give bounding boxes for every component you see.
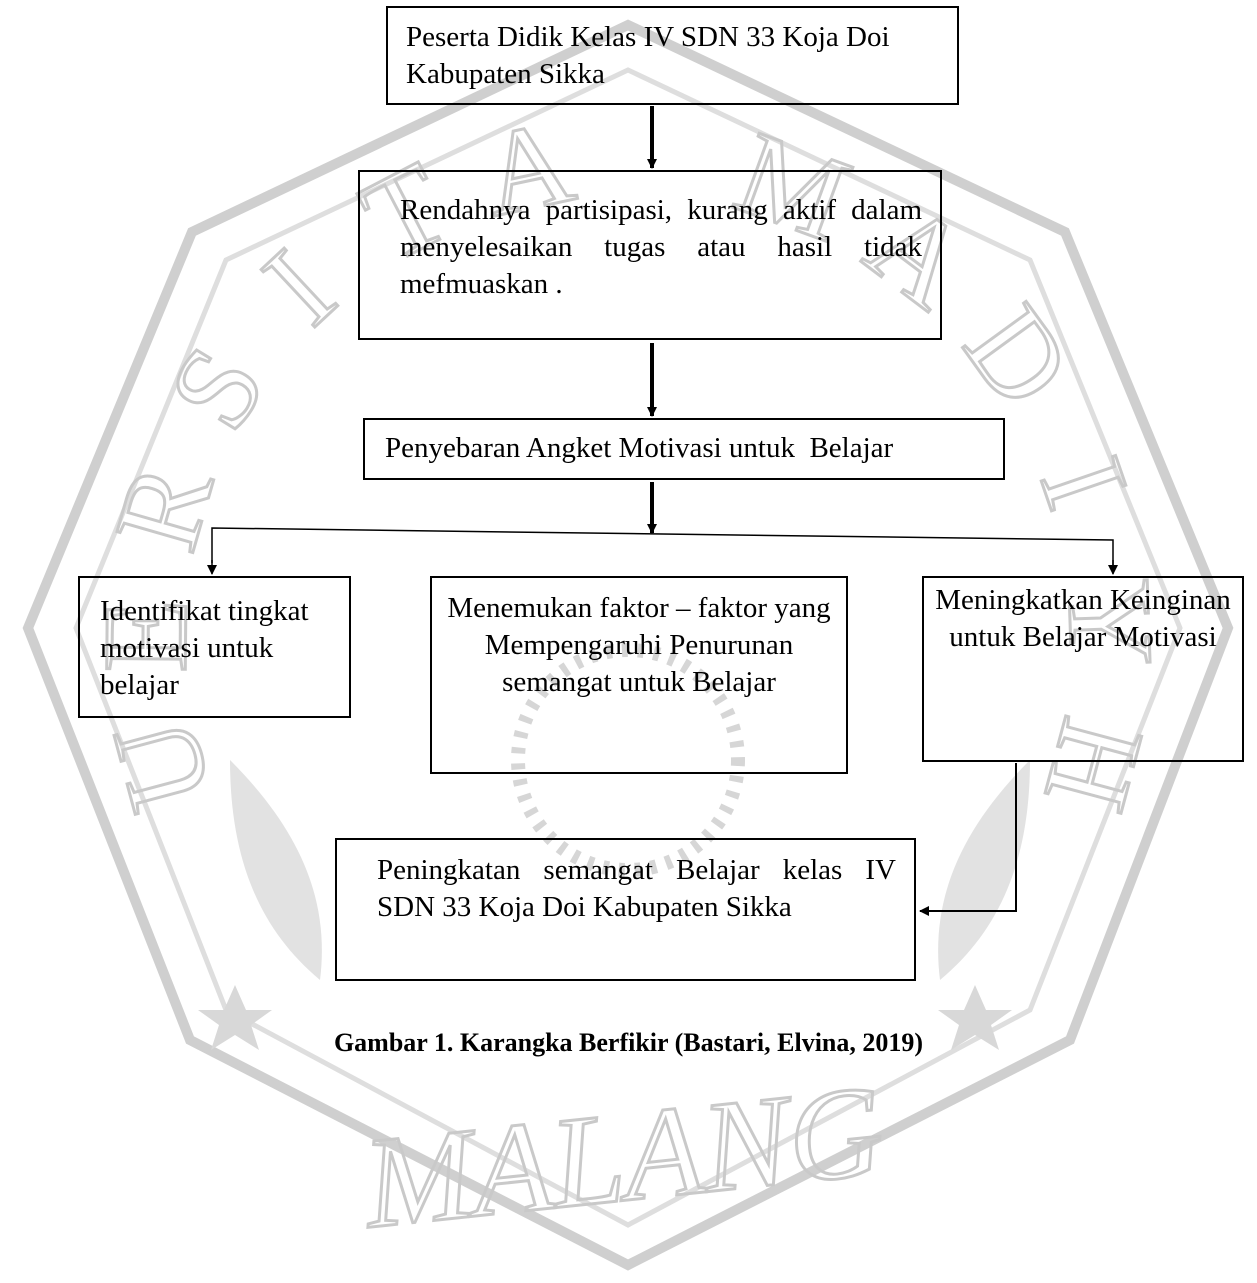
watermark-letter-right-4: Y [1043, 578, 1179, 669]
box-penyebaran-angket: Penyebaran Angket Motivasi untuk Belajar [363, 418, 1005, 480]
arrow-meningkatkan-to-peningkatan [919, 763, 1017, 916]
watermark-sun [511, 643, 745, 877]
box-peningkatan-semangat: Peningkatan semangat Belajar kelas IV SD… [335, 838, 916, 981]
box-peserta-didik-text: Peserta Didik Kelas IV SDN 33 Koja Doi K… [406, 21, 890, 90]
box-meningkatkan-keinginan-text: Meningkatkan Keinginan untuk Belajar Mot… [935, 584, 1231, 653]
box-meningkatkan-keinginan: Meningkatkan Keinginan untuk Belajar Mot… [922, 576, 1244, 762]
branch-line [211, 527, 1114, 565]
watermark-leaf-left [230, 760, 322, 980]
box-menemukan-faktor-text: Menemukan faktor – faktor yang Mempengar… [447, 592, 831, 698]
box-peningkatan-semangat-text: Peningkatan semangat Belajar kelas IV SD… [377, 854, 896, 923]
figure-caption: Gambar 1. Karangka Berfikir (Bastari, El… [333, 1028, 924, 1057]
watermark-inner-frame [73, 67, 1183, 1228]
watermark-star-left [198, 985, 272, 1050]
watermark-outer-frame [22, 19, 1234, 1271]
box-penyebaran-angket-text: Penyebaran Angket Motivasi untuk Belajar [385, 432, 894, 464]
watermark-star-right [938, 985, 1012, 1050]
box-rendahnya-partisipasi-text: Rendahnya partisipasi, kurang aktif dala… [400, 194, 922, 300]
watermark-leaf-right [938, 760, 1030, 980]
box-menemukan-faktor: Menemukan faktor – faktor yang Mempengar… [430, 576, 848, 774]
watermark-letter-left-1: E [78, 599, 212, 673]
box-identifikasi-motivasi-text: Identifikat tingkat motivasi untuk belaj… [100, 595, 309, 701]
box-identifikasi-motivasi: Identifikat tingkat motivasi untuk belaj… [78, 576, 351, 718]
box-peserta-didik: Peserta Didik Kelas IV SDN 33 Koja Doi K… [386, 6, 959, 105]
box-rendahnya-partisipasi: Rendahnya partisipasi, kurang aktif dala… [358, 170, 942, 340]
